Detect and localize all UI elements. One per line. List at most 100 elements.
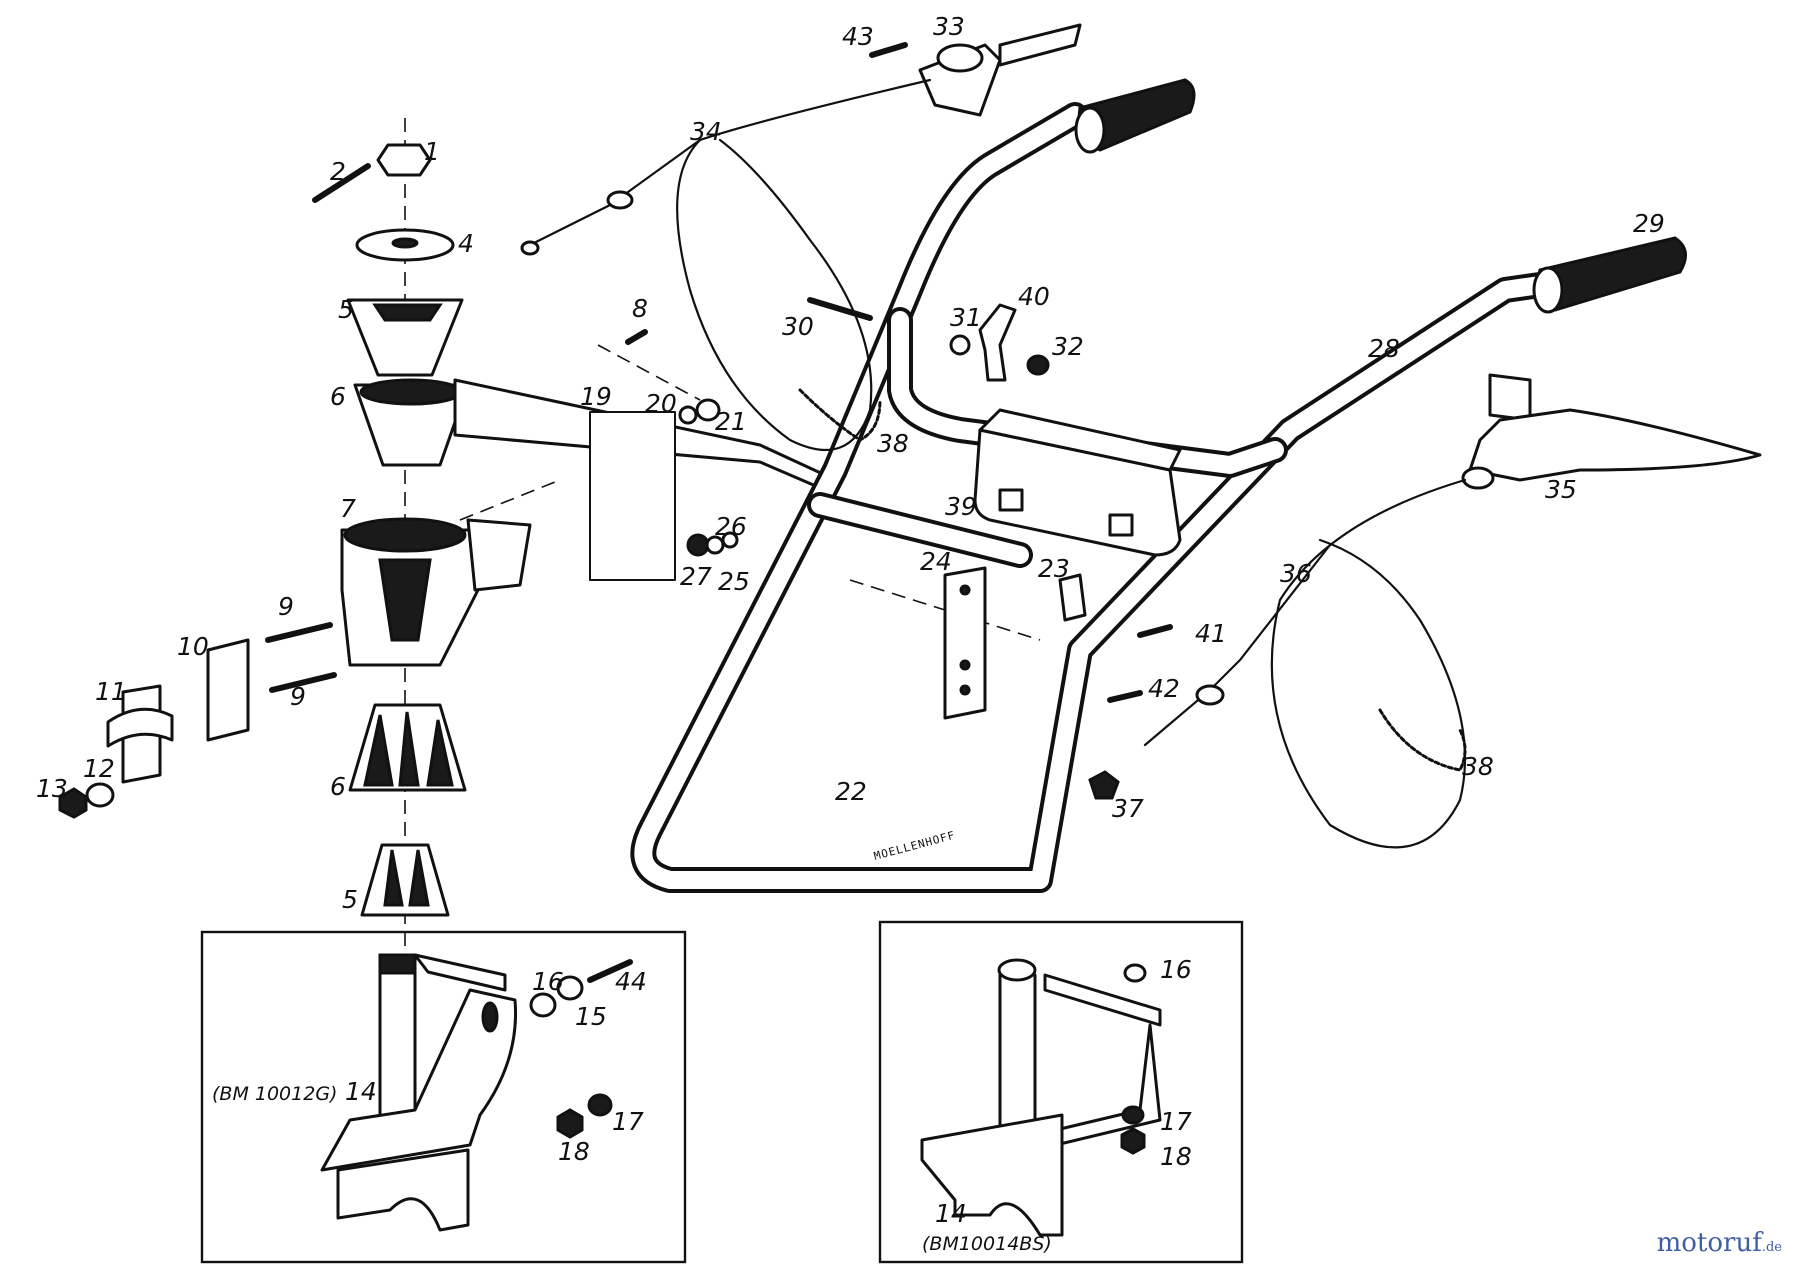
bracket-19	[589, 411, 676, 581]
plate-24-hole-3	[959, 684, 971, 696]
callout-39: 39	[945, 492, 977, 521]
clutch-lever-35-mount	[1488, 373, 1532, 422]
callout-35: 35	[1545, 475, 1577, 504]
slot-14-left	[481, 1001, 499, 1033]
dash-8	[597, 344, 701, 401]
housing-7-channel	[378, 558, 432, 642]
cable-34-ferrule	[606, 190, 634, 210]
cable-34-tip	[520, 240, 540, 256]
nut-32	[1026, 354, 1050, 376]
castle-nut-1	[376, 143, 432, 177]
plate-10	[206, 638, 250, 742]
plate-23	[1058, 573, 1087, 622]
cone-6-upper-rim	[359, 378, 463, 406]
cable-36-ferrule	[1195, 684, 1225, 706]
inset-box-bm10012g	[200, 930, 687, 1264]
callout-22: 22	[835, 777, 867, 806]
callout-12: 12	[83, 754, 115, 783]
clutch-lever-35	[1468, 408, 1762, 482]
callout-29: 29	[1633, 209, 1665, 238]
bracket-14-left-arm	[320, 988, 518, 1172]
cable-34	[676, 78, 932, 452]
clip-37	[1088, 770, 1120, 800]
wing-nut-40	[978, 303, 1017, 382]
callout-8: 8	[632, 294, 648, 323]
bracket-14-right-top	[1043, 973, 1162, 1027]
nut-18-right	[1120, 1127, 1146, 1155]
base-plate-14-left	[336, 1148, 470, 1232]
callout-26: 26	[715, 512, 747, 541]
base-plate-14-right	[920, 1113, 1064, 1237]
cable-36-end	[1143, 543, 1332, 747]
callout-34: 34	[690, 117, 722, 146]
decal-43	[869, 42, 908, 58]
callout-11: 11	[95, 677, 127, 706]
washer-16-left	[529, 992, 557, 1018]
callout-4: 4	[458, 229, 474, 258]
callout-38-upper: 38	[877, 429, 909, 458]
nut-27	[686, 533, 710, 557]
nut-13	[58, 787, 88, 819]
plate-24-hole-1	[959, 584, 971, 596]
tool-box-39-lid	[978, 408, 1182, 472]
chain-38-upper	[798, 388, 882, 442]
callout-2: 2	[330, 157, 346, 186]
callout-28: 28	[1368, 334, 1400, 363]
clutch-lever-35-pivot	[1461, 466, 1495, 490]
callout-10: 10	[177, 632, 209, 661]
handle-frame-22-inner	[634, 106, 1549, 889]
grip-29-collar	[1532, 266, 1564, 314]
callout-19: 19	[580, 382, 612, 411]
inset-box-bm10014bs	[878, 920, 1244, 1264]
tool-box-39-latch-1	[998, 488, 1024, 512]
throttle-lever-33-arm	[998, 23, 1082, 67]
callout-13: 13	[36, 774, 68, 803]
plate-24	[943, 566, 987, 720]
callout-14-right: 14	[935, 1199, 967, 1228]
callout-40: 40	[1018, 282, 1050, 311]
post-14-left-thread	[378, 953, 417, 975]
cone-6-lower-ribs	[363, 711, 454, 787]
callout-6-lower: 6	[330, 772, 346, 801]
bolt-41	[1137, 624, 1173, 638]
callout-41: 41	[1195, 619, 1227, 648]
callout-9-lower: 9	[290, 682, 306, 711]
cone-5-upper	[346, 298, 464, 377]
nut-18-left	[556, 1108, 584, 1139]
bolt-30	[807, 297, 873, 321]
washer-26	[705, 535, 725, 555]
callout-5-lower: 5	[342, 885, 358, 914]
dash-7-19	[459, 479, 561, 521]
stud-9-upper	[265, 622, 333, 643]
washer-25	[721, 531, 739, 549]
callout-18-left: 18	[558, 1137, 590, 1166]
housing-7-bore	[343, 517, 467, 553]
grip-upper-collar	[1074, 106, 1106, 154]
bolt-8	[625, 329, 648, 345]
cone-5-lower	[360, 843, 450, 917]
motoruf-watermark: motoruf.de	[1657, 1228, 1782, 1258]
callout-42: 42	[1148, 674, 1180, 703]
washer-4-hole	[391, 237, 419, 249]
callout-6: 6	[330, 382, 346, 411]
post-14-right-cap	[997, 958, 1037, 982]
washer-12	[85, 782, 115, 808]
callout-31: 31	[950, 303, 982, 332]
callout-30: 30	[782, 312, 814, 341]
callout-18-right: 18	[1160, 1142, 1192, 1171]
tube-stamp: MOELLENHOFF	[872, 829, 956, 863]
cone-5-upper-slot	[372, 303, 443, 322]
housing-7-ear	[466, 518, 532, 592]
tube-lower-left-inner	[811, 496, 1029, 564]
split-pin-2	[312, 163, 371, 203]
inset-right-caption: (BM10014BS)	[922, 1233, 1052, 1255]
callout-21: 21	[715, 407, 747, 436]
tool-box-39-latch-2	[1108, 513, 1134, 537]
stud-9-lower	[269, 672, 337, 693]
callout-43: 43	[842, 22, 874, 51]
nut-21	[695, 398, 721, 422]
washer-20	[678, 405, 698, 425]
washer-17-right	[1121, 1105, 1145, 1125]
callout-24: 24	[920, 547, 952, 576]
